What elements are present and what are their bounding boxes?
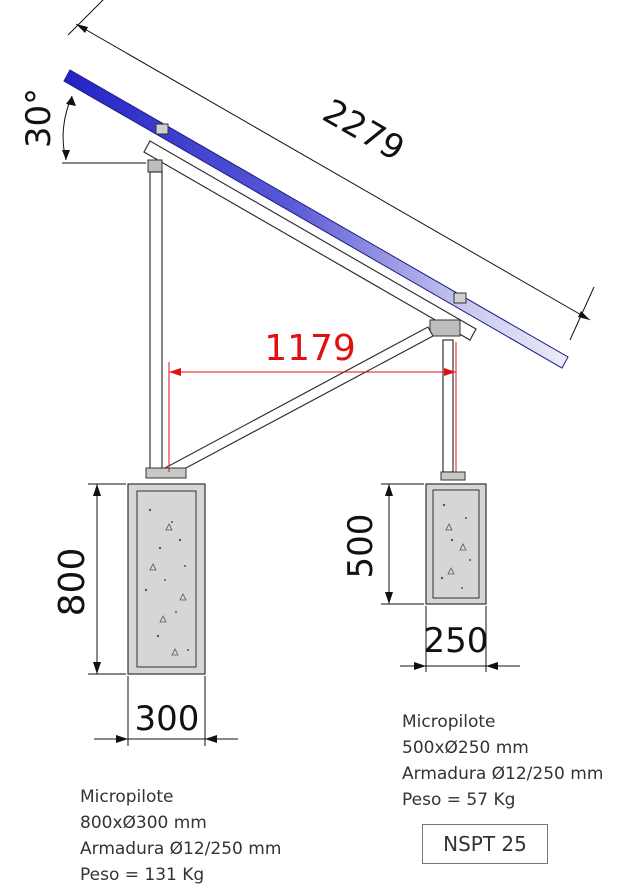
soil-nspt-label: NSPT 25 xyxy=(422,824,548,864)
left-diameter-dimension: 300 xyxy=(94,676,238,746)
right-pile-title: Micropilote xyxy=(402,712,496,732)
left-pile-weight: Peso = 131 Kg xyxy=(80,865,205,885)
left-depth-label: 800 xyxy=(52,548,93,617)
right-base-plate xyxy=(440,471,466,481)
panel-clamps xyxy=(147,123,467,337)
solar-panel xyxy=(63,69,569,369)
right-pile-weight: Peso = 57 Kg xyxy=(402,790,516,810)
left-diameter-label: 300 xyxy=(135,699,200,739)
left-foundation xyxy=(127,483,206,675)
angle-annotation: 30° xyxy=(19,88,146,164)
post-spacing-dimension: 1179 xyxy=(168,328,457,472)
right-pile-reinforcement: Armadura Ø12/250 mm xyxy=(402,764,604,784)
left-pile-title: Micropilote xyxy=(80,787,174,807)
right-foundation xyxy=(425,483,487,605)
right-diameter-label: 250 xyxy=(424,621,489,661)
left-pile-size: 800xØ300 mm xyxy=(80,813,207,833)
left-base-plate xyxy=(145,467,187,479)
right-pile-notes: Micropilote 500xØ250 mm Armadura Ø12/250… xyxy=(402,709,603,813)
right-depth-label: 500 xyxy=(341,514,381,579)
right-depth-dimension: 500 xyxy=(341,483,424,605)
angle-label: 30° xyxy=(19,88,59,148)
left-depth-dimension: 800 xyxy=(52,483,126,675)
post-spacing-label: 1179 xyxy=(264,328,356,369)
right-post xyxy=(442,339,454,473)
panel-length-dimension: 2279 xyxy=(67,0,595,341)
left-pile-notes: Micropilote 800xØ300 mm Armadura Ø12/250… xyxy=(80,784,281,888)
right-diameter-dimension: 250 xyxy=(400,606,520,672)
right-pile-size: 500xØ250 mm xyxy=(402,738,529,758)
rail-beam xyxy=(143,140,477,341)
panel-length-label: 2279 xyxy=(316,92,411,170)
left-post xyxy=(149,171,163,471)
left-pile-reinforcement: Armadura Ø12/250 mm xyxy=(80,839,282,859)
